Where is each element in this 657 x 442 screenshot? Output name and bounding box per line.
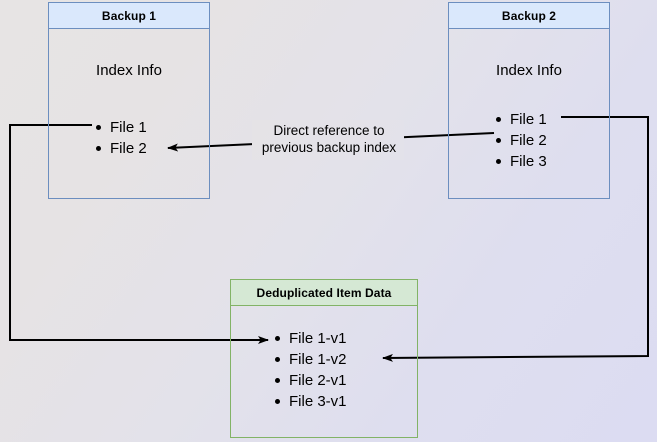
backup-2-file-list: File 1 File 2 File 3 [494,109,547,172]
list-item[interactable]: File 3-v1 [273,391,347,412]
list-item[interactable]: File 1-v1 [273,328,347,349]
annotation-direct-reference: Direct reference to previous backup inde… [261,123,397,155]
list-item[interactable]: File 1-v2 [273,349,347,370]
node-deduplicated-item-data[interactable]: Deduplicated Item Data File 1-v1 File 1-… [230,279,418,438]
node-backup-1[interactable]: Backup 1 Index Info File 1 File 2 [48,2,210,199]
list-item[interactable]: File 2 [94,138,147,159]
backup-1-file-list: File 1 File 2 [94,117,147,159]
list-item[interactable]: File 1 [94,117,147,138]
dedup-file-list: File 1-v1 File 1-v2 File 2-v1 File 3-v1 [273,328,347,412]
node-backup-2[interactable]: Backup 2 Index Info File 1 File 2 File 3 [448,2,610,199]
list-item[interactable]: File 3 [494,151,547,172]
node-dedup-header: Deduplicated Item Data [231,280,417,306]
node-dedup-body: File 1-v1 File 1-v2 File 2-v1 File 3-v1 [231,306,417,438]
list-item[interactable]: File 2 [494,130,547,151]
node-backup-2-body: Index Info File 1 File 2 File 3 [449,29,609,199]
backup-2-index-info-label: Index Info [496,62,562,79]
list-item[interactable]: File 1 [494,109,547,130]
backup-1-index-info-label: Index Info [96,62,162,79]
caption-backdrop [252,120,404,160]
list-item[interactable]: File 2-v1 [273,370,347,391]
node-backup-1-header: Backup 1 [49,3,209,29]
node-backup-2-header: Backup 2 [449,3,609,29]
node-backup-1-body: Index Info File 1 File 2 [49,29,209,199]
